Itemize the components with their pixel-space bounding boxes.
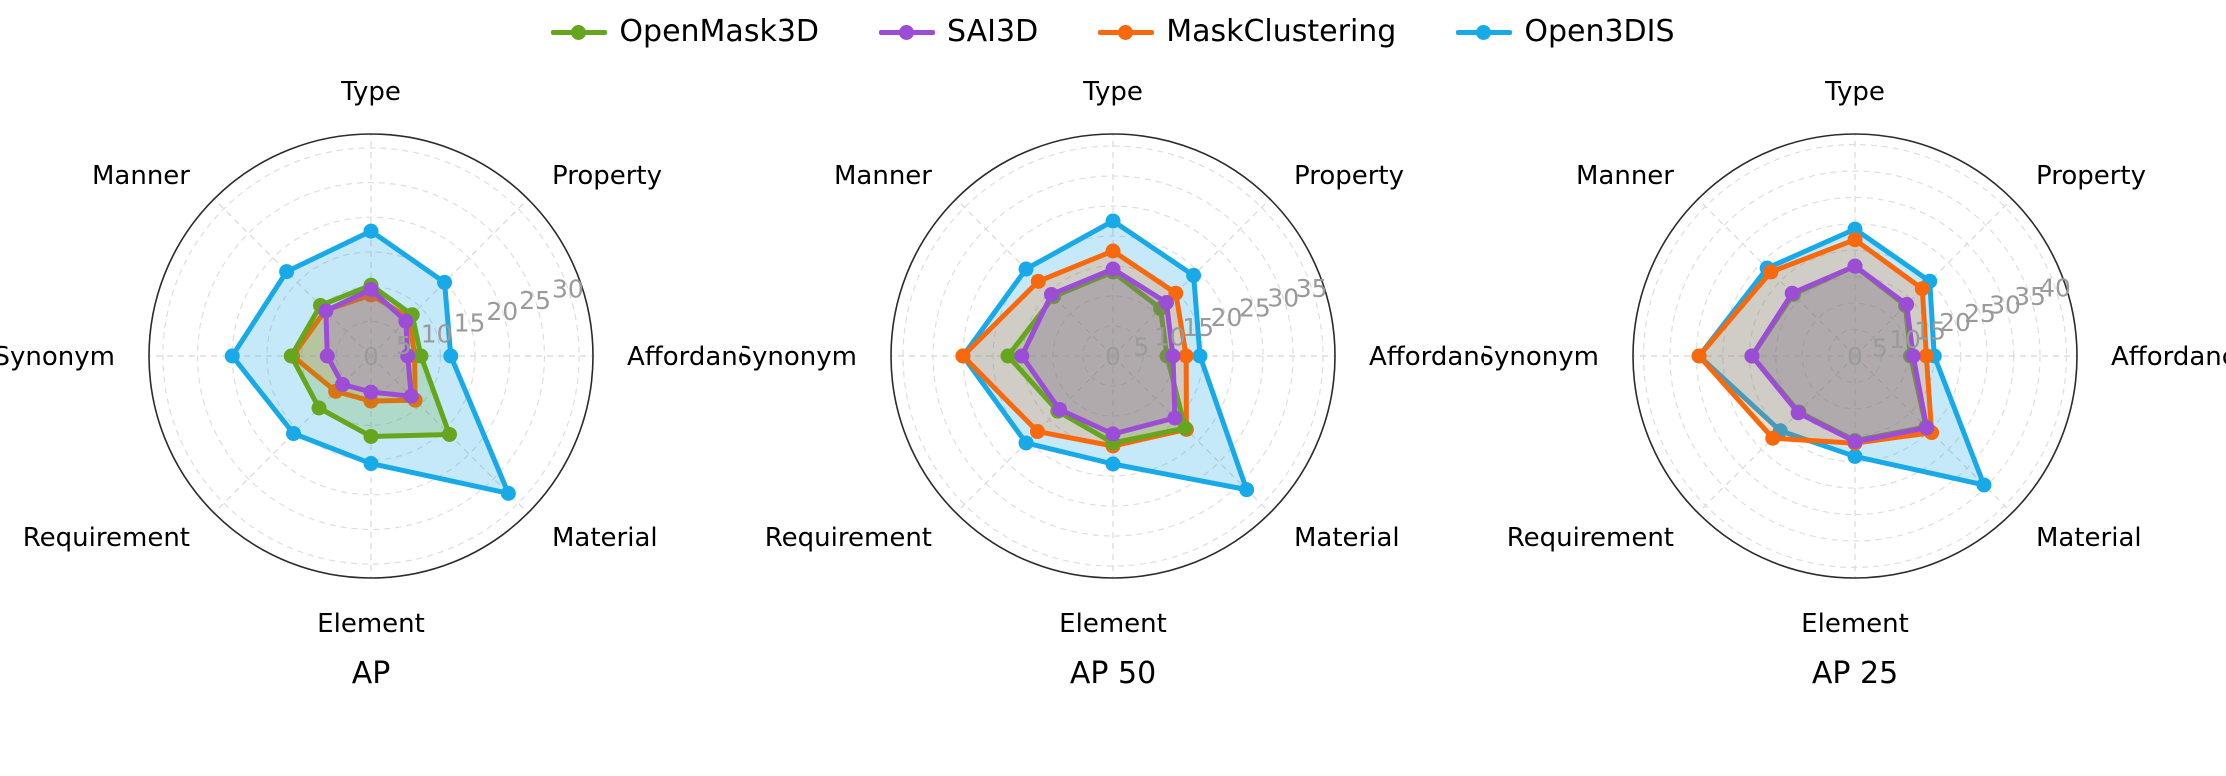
axis-label-synonym: Synonym: [742, 342, 857, 372]
chart-legend: OpenMask3D SAI3D MaskClustering Open3DIS: [0, 4, 2226, 60]
axis-label-affordance: Affordance: [627, 342, 742, 372]
legend-label: Open3DIS: [1524, 14, 1675, 49]
radial-tick-label: 0: [1105, 342, 1121, 371]
radar-series-group: [224, 223, 516, 501]
radial-tick-label: 25: [1964, 299, 1996, 328]
radial-tick-label: 35: [1296, 274, 1328, 303]
axis-label-synonym: Synonym: [0, 342, 115, 372]
radar-svg: 0510152025303540TypePropertyAffordanceMa…: [1484, 77, 2226, 639]
axis-label-material: Material: [552, 523, 658, 553]
radial-tick-label: 20: [1211, 303, 1243, 332]
radar-svg: 05101520253035TypePropertyAffordanceMate…: [742, 77, 1484, 639]
panel-title: AP: [351, 656, 391, 691]
axis-label-requirement: Requirement: [23, 523, 190, 553]
legend-label: MaskClustering: [1166, 14, 1397, 49]
radial-tick-label: 30: [1267, 284, 1299, 313]
category-axis-labels: TypePropertyAffordanceMaterialElement Req…: [0, 77, 742, 639]
radial-tick-label: 0: [363, 342, 379, 371]
radial-tick-label: 5: [396, 331, 412, 360]
radial-tick-label: 10: [1154, 323, 1186, 352]
category-axis-labels: TypePropertyAffordanceMaterialElement Req…: [742, 77, 1484, 639]
radial-tick-label: 5: [1133, 332, 1149, 361]
radar-panel-ap25: 0510152025303540TypePropertyAffordanceMa…: [1484, 56, 2226, 776]
radar-svg: 051015202530TypePropertyAffordanceMateri…: [0, 77, 742, 639]
radar-series-maskclustering: [285, 287, 423, 409]
panel-title: AP 25: [1811, 656, 1899, 691]
axis-label-type: Type: [340, 77, 401, 107]
radial-tick-label: 15: [454, 308, 486, 337]
radial-tick-label: 25: [1239, 293, 1271, 322]
radial-tick-label: 5: [1872, 333, 1888, 362]
radial-tick-label: 40: [2039, 274, 2071, 303]
radial-tick-label: 20: [486, 297, 518, 326]
radial-tick-label: 35: [2014, 282, 2046, 311]
legend-entry-maskclustering[interactable]: MaskClustering: [1098, 17, 1396, 47]
radar-panel-ap50: 05101520253035TypePropertyAffordanceMate…: [742, 56, 1484, 776]
line-marker-icon: [1456, 21, 1513, 43]
legend-entry-openmask3d[interactable]: OpenMask3D: [551, 17, 819, 47]
radar-series-maskclustering: [1691, 232, 1940, 451]
legend-entry-sai3d[interactable]: SAI3D: [879, 17, 1038, 47]
axis-label-type: Type: [1082, 77, 1143, 107]
axis-label-property: Property: [2036, 161, 2146, 191]
radial-tick-label: 30: [552, 275, 584, 304]
radar-series-sai3d: [318, 281, 419, 404]
legend-label: OpenMask3D: [619, 14, 820, 49]
radial-tick-label: 25: [519, 286, 551, 315]
radar-series-sai3d: [1744, 258, 1935, 450]
line-marker-icon: [551, 21, 608, 43]
axis-label-manner: Manner: [834, 161, 932, 191]
radial-tick-label: 20: [1939, 308, 1971, 337]
axis-label-element: Element: [1059, 609, 1167, 639]
axis-label-synonym: Synonym: [1484, 342, 1599, 372]
radar-series-sai3d: [1014, 261, 1183, 442]
radar-series-open3dis: [224, 223, 516, 501]
radial-tick-label: 0: [1847, 342, 1863, 371]
radial-tick-label: 10: [421, 320, 453, 349]
radar-panel-ap: 051015202530TypePropertyAffordanceMateri…: [0, 56, 742, 776]
line-marker-icon: [1098, 21, 1155, 43]
axis-label-affordance: Affordance: [1369, 342, 1484, 372]
axis-label-manner: Manner: [92, 161, 190, 191]
line-marker-icon: [879, 21, 936, 43]
axis-label-requirement: Requirement: [765, 523, 932, 553]
radial-tick-label: 15: [1182, 313, 1214, 342]
radial-tick-label: 15: [1914, 316, 1946, 345]
category-axis-labels: TypePropertyAffordanceMaterialElement Req…: [1484, 77, 2226, 639]
axis-label-element: Element: [317, 609, 425, 639]
axis-label-element: Element: [1801, 609, 1909, 639]
axis-label-property: Property: [552, 161, 662, 191]
axis-label-material: Material: [2036, 523, 2142, 553]
radial-tick-label: 30: [1989, 291, 2021, 320]
axis-label-affordance: Affordance: [2111, 342, 2226, 372]
panel-title: AP 50: [1069, 656, 1157, 691]
radar-series-open3dis: [1691, 221, 1992, 493]
radar-series-group: [1691, 221, 1992, 493]
axis-label-manner: Manner: [1576, 161, 1674, 191]
radial-tick-label: 10: [1889, 325, 1921, 354]
axis-label-property: Property: [1294, 161, 1404, 191]
axis-label-material: Material: [1294, 523, 1400, 553]
axis-label-requirement: Requirement: [1507, 523, 1674, 553]
axis-label-type: Type: [1824, 77, 1885, 107]
legend-entry-open3dis[interactable]: Open3DIS: [1456, 14, 1675, 49]
legend-label: SAI3D: [947, 14, 1039, 49]
radar-series-group: [955, 213, 1255, 498]
